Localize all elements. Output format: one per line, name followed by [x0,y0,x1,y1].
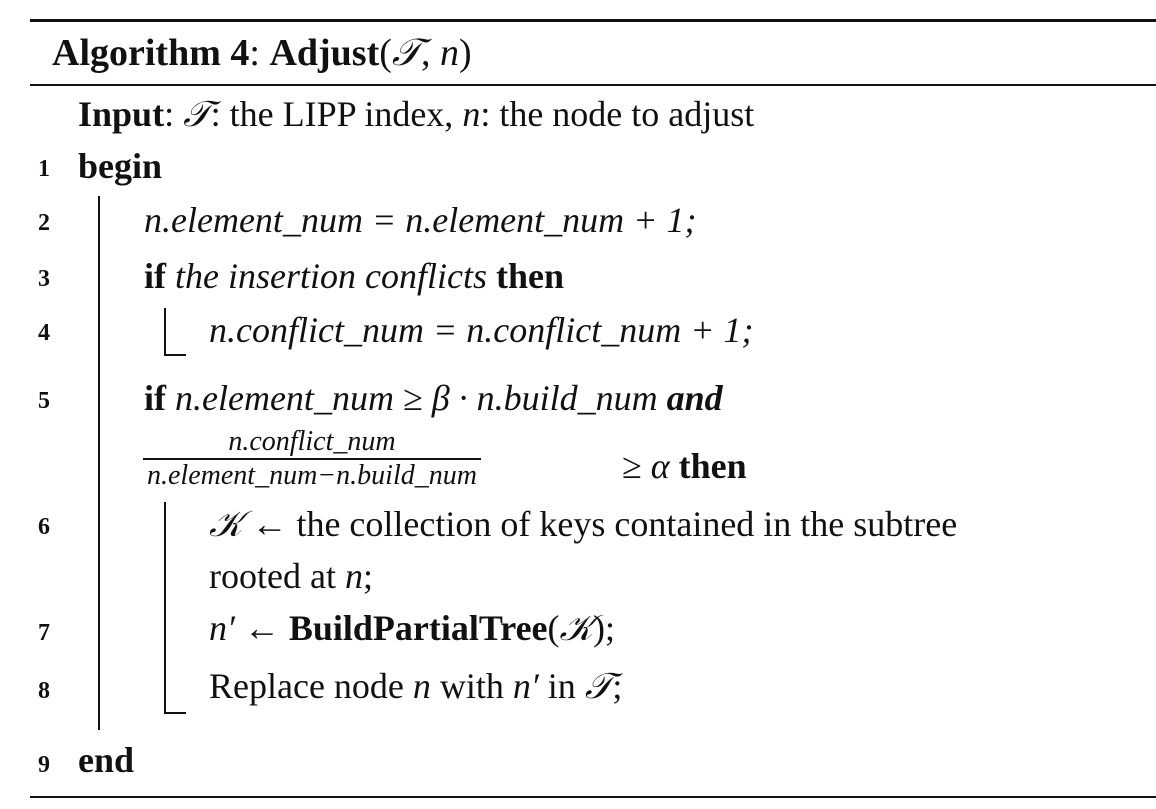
line-collect-keys: 𝒦 ← the collection of keys contained in … [209,504,958,545]
input-line: Input: 𝒯: the LIPP index, n: the node to… [78,94,755,135]
fraction-numerator: n.conflict_num [143,426,481,460]
line-increment-conflict: n.conflict_num = n.conflict_num + 1; [209,310,754,350]
line-number: 8 [38,678,50,704]
algorithm-caption: Algorithm 4: Adjust(𝒯, n) [52,30,472,74]
line-if-conflict: if the insertion conflicts then [144,256,564,296]
fraction-condition-tail: ≥ α then [622,446,747,486]
line-number: 7 [38,620,50,646]
caption-rule [30,84,1156,86]
caption-label: Algorithm 4 [52,32,250,74]
line-collect-keys-cont: rooted at n; [209,556,373,596]
fraction-denominator: n.element_num−n.build_num [147,460,477,491]
line-end: end [78,740,135,780]
line-number: 1 [38,156,50,182]
line-number: 4 [38,320,50,346]
function-name: BuildPartialTree [288,608,548,648]
line-number: 9 [38,752,50,778]
top-rule [30,19,1156,22]
line-number: 3 [38,266,50,292]
conflict-ratio-fraction: n.conflict_num n.element_num−n.build_num [143,426,481,492]
rebuild-block-end [164,712,186,714]
line-number: 6 [38,514,50,540]
line-build-partial-tree: n′ ← BuildPartialTree(𝒦); [209,608,615,649]
caption-arg-node: n [440,32,460,74]
line-replace-node: Replace node n with n′ in 𝒯; [209,666,623,707]
caption-arg-tree: 𝒯 [391,30,422,74]
line-number: 2 [38,210,50,236]
bottom-rule [30,796,1156,798]
line-increment-element: n.element_num = n.element_num + 1; [144,200,697,240]
line-begin: begin [78,146,163,186]
if-block-end [164,354,186,356]
line-if-rebuild: if n.element_num ≥ β · n.build_num and [144,378,723,418]
rebuild-block-bar [164,502,166,714]
caption-name: Adjust [269,32,380,74]
begin-block-bar [98,196,100,730]
line-number: 5 [38,388,50,414]
if-block-bar [164,308,166,356]
